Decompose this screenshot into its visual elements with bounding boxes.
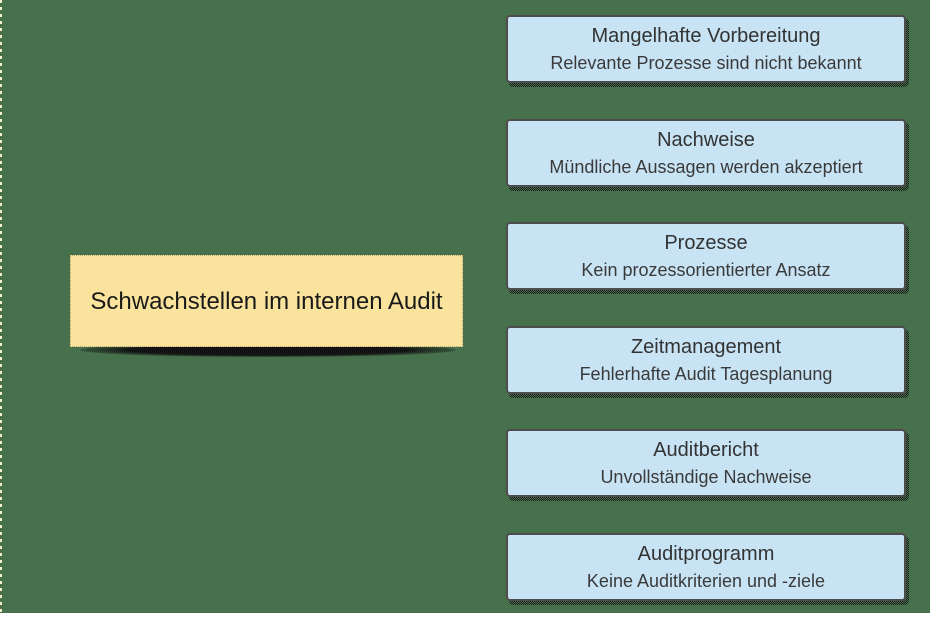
weakness-node: Auditprogramm Keine Auditkriterien und -… [506, 533, 906, 601]
weakness-node-subtitle: Keine Auditkriterien und -ziele [586, 571, 826, 591]
canvas-left-edge-dashes [0, 0, 2, 613]
weakness-node: Mangelhafte Vorbereitung Relevante Proze… [506, 15, 906, 83]
weakness-node-subtitle: Mündliche Aussagen werden akzeptiert [549, 157, 863, 177]
weakness-node-title: Prozesse [664, 232, 748, 254]
root-node-label: Schwachstellen im internen Audit [90, 287, 443, 315]
canvas-bottom-margin [0, 613, 930, 620]
root-node: Schwachstellen im internen Audit [70, 255, 463, 347]
weakness-node-subtitle: Fehlerhafte Audit Tagesplanung [579, 364, 833, 384]
weakness-node-subtitle: Relevante Prozesse sind nicht bekannt [550, 53, 862, 73]
weakness-node-title: Auditbericht [653, 439, 759, 461]
weakness-node: Nachweise Mündliche Aussagen werden akze… [506, 119, 906, 187]
weakness-node-title: Auditprogramm [637, 543, 775, 565]
weakness-node-title: Zeitmanagement [630, 336, 782, 358]
weakness-node: Zeitmanagement Fehlerhafte Audit Tagespl… [506, 326, 906, 394]
weakness-node-title: Nachweise [657, 129, 755, 151]
weakness-node: Prozesse Kein prozessorientierter Ansatz [506, 222, 906, 290]
weakness-node: Auditbericht Unvollständige Nachweise [506, 429, 906, 497]
weakness-node-title: Mangelhafte Vorbereitung [591, 25, 821, 47]
weakness-node-subtitle: Kein prozessorientierter Ansatz [581, 260, 831, 280]
weakness-node-subtitle: Unvollständige Nachweise [600, 467, 812, 487]
